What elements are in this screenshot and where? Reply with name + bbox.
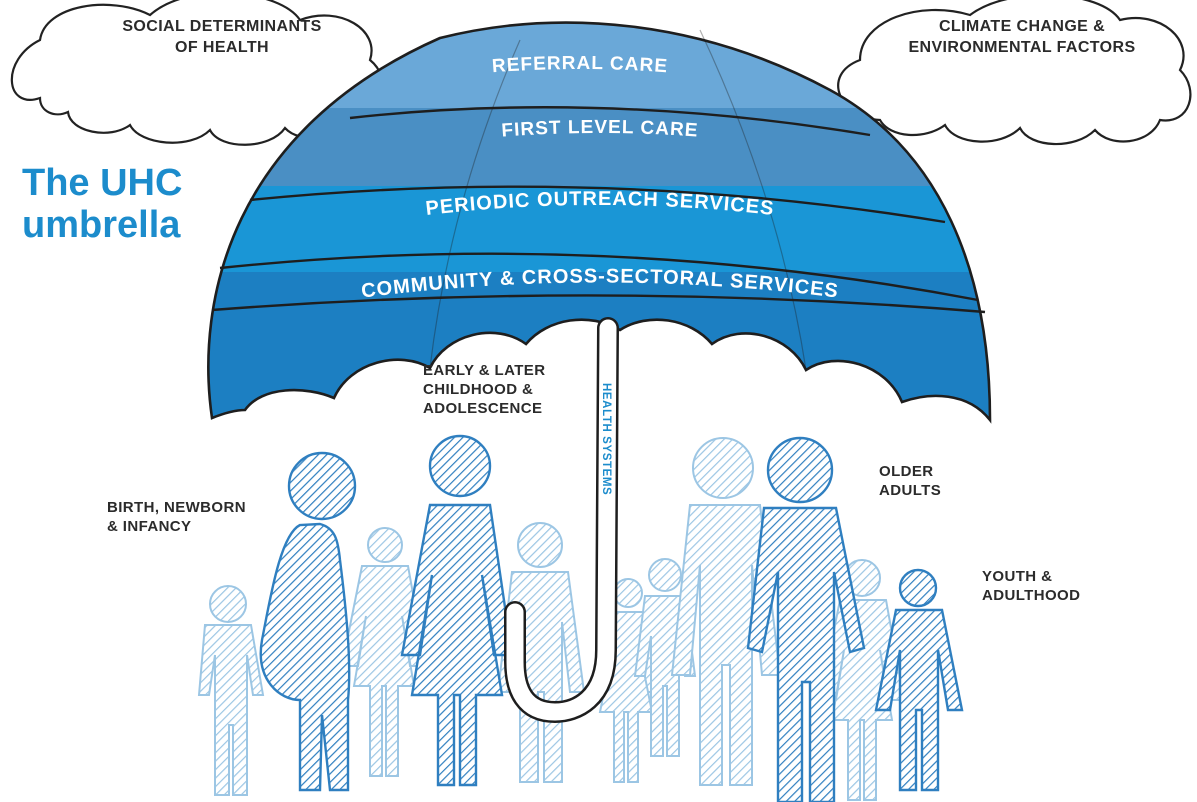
band-periodic-outreach [208, 186, 990, 276]
life-stage-older-adults: OLDER ADULTS [879, 462, 941, 500]
svg-text:FIRST LEVEL CARE: FIRST LEVEL CARE [501, 117, 699, 142]
title-line-2: umbrella [22, 204, 181, 246]
people-dark [259, 434, 964, 802]
cloud-left-line-2: OF HEALTH [175, 39, 269, 56]
person-woman-behind-left [340, 527, 428, 777]
person-pregnant-woman [259, 451, 357, 792]
band-label-1: FIRST LEVEL CARE [501, 117, 698, 142]
person-older-man [746, 436, 866, 802]
person-older-man-light [670, 437, 782, 786]
cloud-right-line-1: CLIMATE CHANGE & [938, 18, 1106, 35]
person-youth-boy [874, 568, 964, 792]
person-child-left [197, 585, 265, 796]
person-woman-center [400, 434, 514, 787]
page-title: The UHC umbrella [22, 162, 182, 246]
band-first-level-care [208, 108, 990, 190]
cloud-label-social-determinants: SOCIAL DETERMINANTS OF HEALTH [72, 16, 372, 58]
birth-line-1: BIRTH, NEWBORN [107, 499, 246, 516]
childhood-line-3: ADOLESCENCE [423, 400, 543, 417]
life-stage-youth-adulthood: YOUTH & ADULTHOOD [982, 567, 1080, 605]
childhood-line-1: EARLY & LATER [423, 362, 546, 379]
right-cloud [837, 0, 1192, 146]
older-line-1: OLDER [879, 463, 934, 480]
life-stage-childhood-adolescence: EARLY & LATER CHILDHOOD & ADOLESCENCE [423, 361, 545, 418]
umbrella-handle: HEALTH SYSTEMS [504, 317, 619, 724]
band-label-0: REFERRAL CARE [491, 53, 667, 77]
cloud-label-climate-change: CLIMATE CHANGE & ENVIRONMENTAL FACTORS [862, 16, 1182, 58]
svg-text:REFERRAL CARE: REFERRAL CARE [491, 53, 668, 77]
birth-line-2: & INFANCY [107, 518, 192, 535]
childhood-line-2: CHILDHOOD & [423, 381, 534, 398]
cloud-left-line-1: SOCIAL DETERMINANTS [122, 18, 322, 35]
title-line-1: The UHC [22, 162, 183, 204]
life-stage-birth-newborn-infancy: BIRTH, NEWBORN & INFANCY [107, 498, 246, 536]
older-line-2: ADULTS [879, 482, 942, 499]
cloud-right-line-2: ENVIRONMENTAL FACTORS [908, 39, 1136, 56]
youth-line-2: ADULTHOOD [982, 587, 1081, 604]
youth-line-1: YOUTH & [982, 568, 1053, 585]
handle-label-health-systems: HEALTH SYSTEMS [600, 383, 612, 495]
